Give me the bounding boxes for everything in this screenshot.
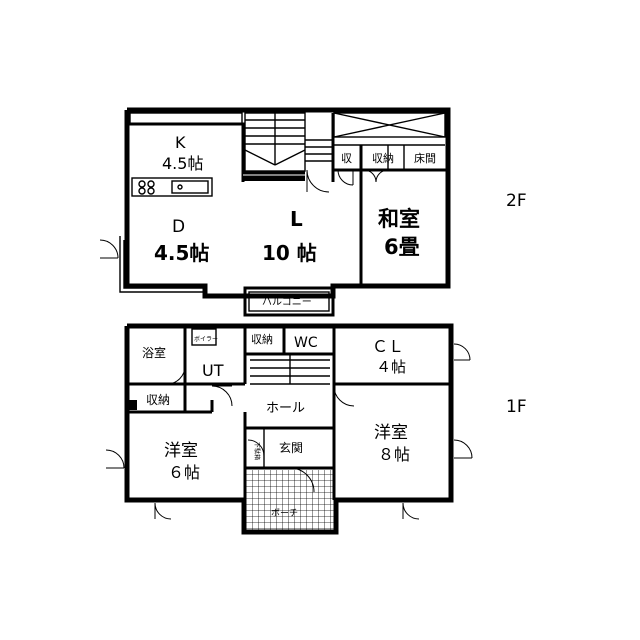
balcony xyxy=(243,286,335,317)
washitsu-name: 和室 xyxy=(378,207,420,231)
storage-top-label: 収納 xyxy=(251,333,273,346)
western-right-name: 洋室 xyxy=(374,423,408,443)
utility-label: UT xyxy=(202,361,224,380)
kitchen-counter xyxy=(131,177,213,197)
boiler-label: ボイラー xyxy=(194,335,218,343)
boiler-box xyxy=(191,328,217,346)
balcony-label: バルコニー xyxy=(262,296,312,308)
living-name: L xyxy=(290,207,303,231)
kitchen-size: 4.5帖 xyxy=(162,154,203,173)
dining-name: D xyxy=(172,217,185,237)
western-right-size: ８帖 xyxy=(378,445,410,464)
wc-label: WC xyxy=(294,335,318,351)
closet-name: ＣＬ xyxy=(372,337,404,356)
hall-label: ホール xyxy=(266,401,305,416)
tokonoma-label: 床間 xyxy=(414,151,436,165)
western-left-size: ６帖 xyxy=(168,463,200,482)
storage-small-label: 収 xyxy=(341,152,352,165)
storage-label-2f: 収納 xyxy=(372,152,394,165)
kitchen-wall xyxy=(127,122,245,182)
floor-label-1f: 1F xyxy=(506,397,527,417)
stairs-1f xyxy=(250,354,330,385)
shoe-cabinet-label: 下駄箱 xyxy=(253,442,261,460)
floor-label-2f: 2F xyxy=(506,191,527,211)
dining-size: 4.5帖 xyxy=(154,241,209,265)
bath-label: 浴室 xyxy=(142,345,166,360)
western-left-name: 洋室 xyxy=(164,441,198,461)
labels-1f: 1F 浴室 ボイラー UT 収納 WC ＣＬ ４帖 収納 ホール 下駄箱 玄関 … xyxy=(142,333,527,519)
stairs-2f xyxy=(243,112,335,182)
storage-left-label: 収納 xyxy=(146,393,170,407)
roof-strip-left xyxy=(129,112,243,125)
washitsu-size: 6畳 xyxy=(384,235,420,259)
labels-2f: 2F K 4.5帖 D 4.5帖 L 10 帖 和室 6畳 収 収納 床間 バル… xyxy=(154,133,527,308)
second-floor-plan xyxy=(99,107,451,317)
porch-tiles xyxy=(246,470,334,532)
porch-label: ポーチ xyxy=(271,508,298,519)
kitchen-name: K xyxy=(175,133,186,152)
first-floor-plan xyxy=(105,323,473,535)
living-size: 10 帖 xyxy=(262,241,317,265)
entrance-label: 玄関 xyxy=(279,440,303,455)
closet-size: ４帖 xyxy=(376,358,406,376)
